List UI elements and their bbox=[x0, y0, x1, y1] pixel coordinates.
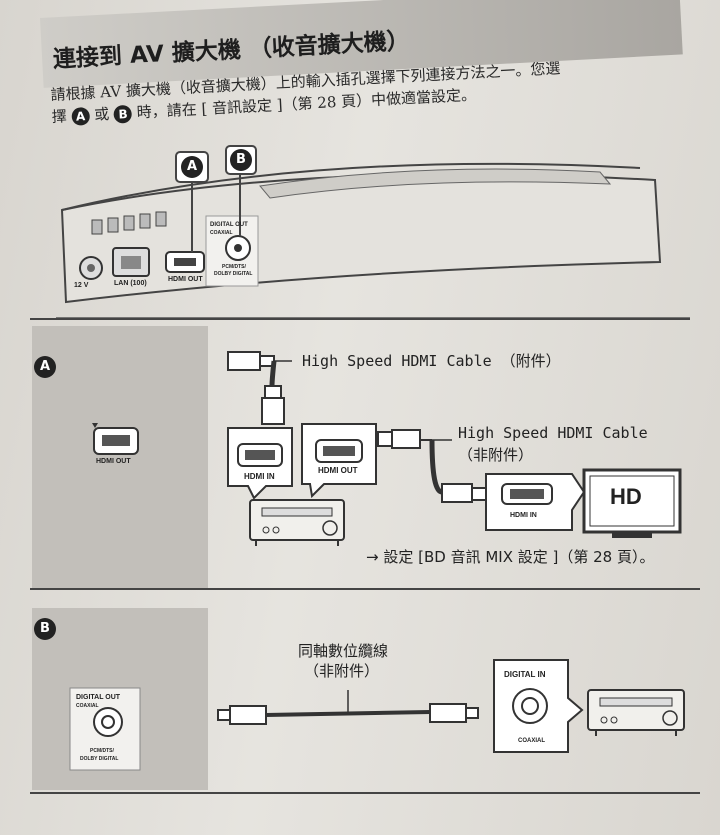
label-12v: 12 V bbox=[74, 282, 89, 289]
digital-in-label: DIGITAL IN bbox=[504, 670, 546, 679]
section-a-note: → 設定 [BD 音訊 MIX 設定 ]（第 28 頁）。 bbox=[366, 548, 655, 566]
vent-slots bbox=[91, 211, 167, 235]
section-b-digital-out-label: DIGITAL OUT bbox=[76, 694, 121, 701]
cable2-label-line2: （非附件） bbox=[458, 446, 534, 464]
label-hdmi-out: HDMI OUT bbox=[168, 276, 203, 283]
label-pcm1: PCM/DTS/ bbox=[222, 264, 246, 270]
section-a-label: A bbox=[34, 356, 56, 378]
label-lan: LAN (100) bbox=[114, 280, 147, 287]
section-b-label: B bbox=[34, 618, 56, 640]
label-coaxial: COAXIAL bbox=[210, 230, 233, 236]
cable1-label: High Speed HDMI Cable （附件） bbox=[302, 352, 561, 370]
marker-b-badge: B bbox=[230, 149, 252, 171]
coaxial-in-label: COAXIAL bbox=[518, 738, 545, 744]
coax-cable-label-line2: （非附件） bbox=[304, 662, 380, 680]
section-a-rule-top bbox=[30, 318, 690, 320]
section-b-rule-top bbox=[30, 588, 700, 590]
cable2-label-line1: High Speed HDMI Cable bbox=[458, 424, 648, 442]
section-a-left-port-label: HDMI OUT bbox=[96, 458, 131, 465]
tv-hdmi-in-label: HDMI IN bbox=[510, 512, 537, 519]
amp-hdmi-in-label: HDMI IN bbox=[244, 472, 275, 481]
marker-a-badge: A bbox=[181, 156, 203, 178]
section-b-pcm1: PCM/DTS/ bbox=[90, 748, 114, 754]
section-b-rule-bottom bbox=[30, 792, 700, 794]
tv-hd-label: HD bbox=[610, 484, 642, 509]
section-b-coaxial-label: COAXIAL bbox=[76, 703, 99, 709]
amp-hdmi-out-label: HDMI OUT bbox=[318, 466, 358, 475]
section-a-left-panel bbox=[32, 326, 208, 588]
label-digital-out: DIGITAL OUT bbox=[210, 222, 248, 228]
section-b-pcm2: DOLBY DIGITAL bbox=[80, 756, 119, 762]
label-pcm2: DOLBY DIGITAL bbox=[214, 271, 253, 277]
coax-cable-label-line1: 同軸數位纜線 bbox=[298, 642, 389, 660]
